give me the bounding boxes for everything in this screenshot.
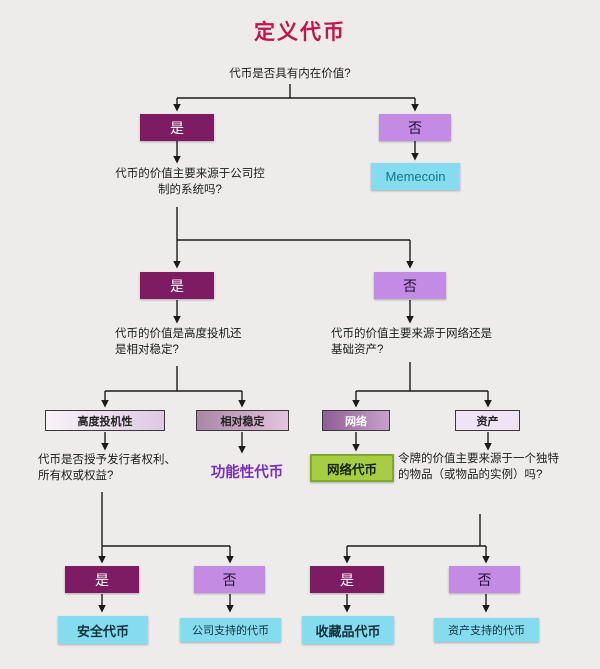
outcome-collectible-token: 收藏品代币: [302, 616, 394, 644]
question-speculative-or-stable: 代币的价值是高度投机还是相对稳定?: [115, 328, 242, 356]
decision-yes-3: 是: [65, 566, 139, 593]
question-issuer-rights: 代币是否授予发行者权利、所有权或权益?: [38, 454, 176, 482]
question-intrinsic-value: 代币是否具有内在价值?: [229, 68, 351, 80]
decision-no-3: 否: [194, 566, 265, 593]
outcome-security-token: 安全代币: [58, 616, 148, 644]
outcome-asset-backed-token: 资产支持的代币: [434, 618, 539, 642]
question-unique-item: 令牌的价值主要来源于一个独特的物品（或物品的实例）吗?: [398, 453, 559, 481]
option-network: 网络: [322, 410, 390, 431]
question-network-or-asset: 代币的价值主要来源于网络还是基础资产?: [331, 328, 492, 356]
outcome-utility-token: 功能性代币: [210, 465, 284, 481]
diagram-title: 定义代币: [254, 21, 346, 44]
decision-no-2: 否: [374, 272, 446, 299]
outcome-memecoin: Memecoin: [371, 163, 460, 190]
option-highly-speculative: 高度投机性: [45, 410, 165, 431]
decision-yes-2: 是: [140, 272, 214, 299]
decision-yes-1: 是: [140, 114, 214, 141]
outcome-company-backed-token: 公司支持的代币: [180, 618, 281, 642]
option-relatively-stable: 相对稳定: [196, 410, 289, 431]
option-asset: 资产: [455, 410, 520, 431]
decision-no-1: 否: [379, 114, 451, 141]
question-company-system: 代币的价值主要来源于公司控制的系统吗?: [115, 168, 265, 196]
decision-yes-4: 是: [310, 566, 384, 593]
decision-no-4: 否: [449, 566, 520, 593]
outcome-network-token: 网络代币: [310, 454, 394, 482]
